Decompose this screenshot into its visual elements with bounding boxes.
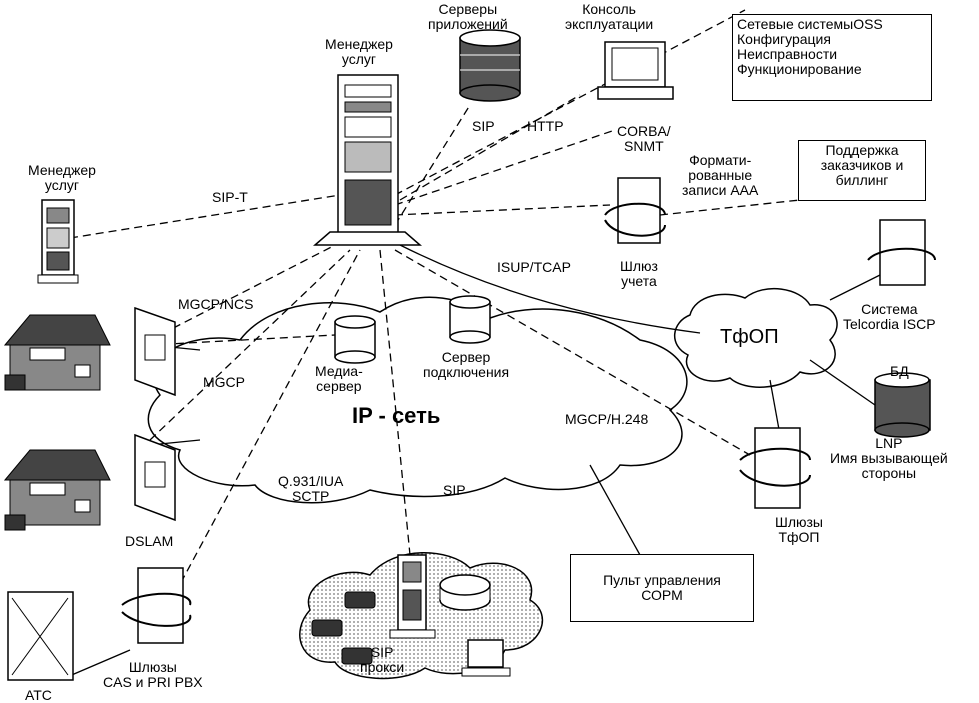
router (439, 574, 491, 611)
sip-proxy-server (389, 554, 436, 639)
pc (461, 639, 511, 677)
media-server-db (334, 315, 376, 364)
label-sip-mid: SIP (443, 482, 466, 498)
ip-phones (311, 591, 376, 665)
lnp-database (874, 372, 931, 438)
label-pbx-gateways: Шлюзы CAS и PRI PBX (103, 659, 203, 690)
ip-network-cloud (147, 296, 688, 504)
service-manager-left-server (37, 199, 79, 284)
label-isup: ISUP/TCAP (497, 259, 571, 275)
oss-box-text: Сетевые системыOSS Конфигурация Неисправ… (737, 16, 883, 77)
label-q931: Q.931/IUA SCTP (278, 473, 344, 504)
label-sip-top: SIP (472, 118, 495, 134)
house-bottom (3, 449, 111, 531)
billing-gateway (604, 177, 666, 244)
ats-exchange (7, 591, 74, 681)
label-app-servers: Серверы приложений (428, 1, 508, 32)
label-sip-proxy: SIP прокси (360, 644, 405, 675)
console-computer (597, 41, 674, 100)
label-connection-server: Сервер подключения (423, 349, 510, 380)
pstn-gateways (739, 427, 811, 509)
dslam-device (134, 433, 176, 522)
label-console: Консоль эксплуатации (565, 1, 654, 32)
service-manager-main-server (312, 74, 423, 246)
label-http: HTTP (527, 118, 564, 134)
label-billing-gateway: Шлюз учета (620, 258, 658, 289)
label-media-server: Медиа- сервер (315, 363, 363, 394)
app-servers-database (459, 29, 521, 102)
telcordia-system (867, 219, 936, 286)
house-top (3, 314, 111, 391)
label-mgcp: MGCP (203, 374, 245, 390)
dashed-links (69, 9, 801, 641)
oss-box: Сетевые системыOSS Конфигурация Неисправ… (732, 14, 932, 101)
sorm-box-text: Пульт управления СОРМ (603, 572, 721, 603)
label-lnp: LNP Имя вызывающей стороны (830, 435, 948, 481)
access-device-top (134, 306, 176, 397)
label-service-manager-main: Менеджер услуг (325, 36, 393, 67)
support-box: Поддержка заказчиков и биллинг (798, 140, 926, 201)
label-db: БД (890, 363, 909, 379)
support-box-text: Поддержка заказчиков и биллинг (820, 142, 904, 188)
label-sip-t: SIP-T (212, 189, 248, 205)
label-telcordia: Система Telcordia ISCP (843, 301, 936, 332)
label-corba: CORBA/ SNMT (617, 123, 671, 154)
sorm-box: Пульт управления СОРМ (570, 554, 754, 622)
label-dslam: DSLAM (125, 533, 174, 549)
label-ats: АТС (25, 687, 52, 703)
label-pstn-gateways: Шлюзы ТфОП (775, 514, 823, 545)
label-service-manager-left: Менеджер услуг (28, 162, 96, 193)
pstn-cloud (673, 287, 838, 388)
label-ip-network: IP - сеть (352, 403, 441, 428)
connection-server-db (449, 295, 491, 344)
label-pstn: ТфОП (720, 326, 779, 348)
pbx-gateway (121, 567, 192, 644)
label-mgcp-h248: MGCP/H.248 (565, 411, 649, 427)
label-mgcp-ncs: MGCP/NCS (178, 296, 254, 312)
label-aaa: Формати- рованные записи AAA (682, 152, 759, 198)
